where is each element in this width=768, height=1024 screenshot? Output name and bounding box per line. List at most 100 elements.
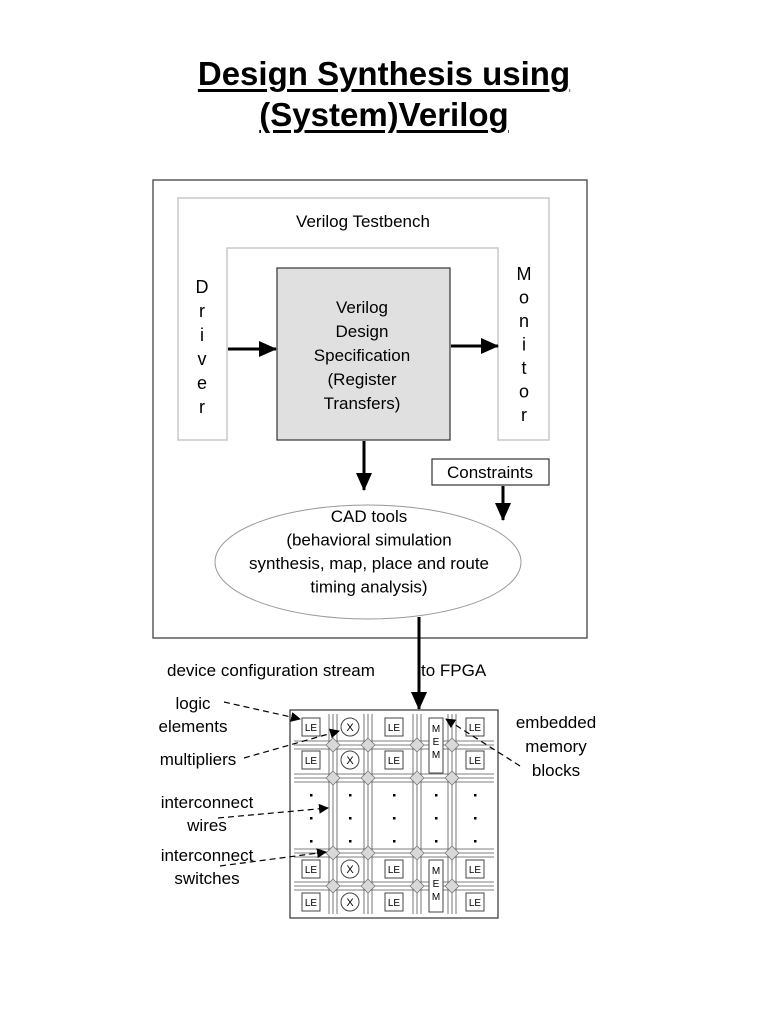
logic-element-label: LE: [388, 865, 401, 876]
driver-letter: D: [196, 277, 209, 297]
interconnect-switch: [360, 845, 376, 861]
memory-block-label: M: [432, 866, 440, 877]
monitor-letter: t: [521, 358, 526, 378]
logic-element-label: LE: [305, 865, 318, 876]
title-line-2: (System)Verilog: [259, 96, 509, 133]
logic-element-label: LE: [469, 756, 482, 767]
fpga-callouts: logicelementsmultipliersinterconnectwire…: [159, 694, 597, 888]
outer-frame: [152, 179, 588, 639]
constraints-box: [431, 458, 550, 486]
interconnect-switch: [325, 770, 341, 786]
cad-tools-text: CAD tools(behavioral simulationsynthesis…: [249, 507, 489, 597]
design-spec-box: [276, 267, 451, 441]
title-line-1: Design Synthesis using: [197, 55, 571, 92]
monitor-letter: M: [517, 264, 532, 284]
monitor-letter: r: [521, 405, 527, 425]
interconnect-switches-pointer: [219, 848, 327, 867]
interconnect-switch: [360, 878, 376, 894]
continuation-dot: [435, 840, 438, 843]
logic-element: [301, 717, 321, 737]
continuation-dot: [474, 840, 477, 843]
cad-tools-line: synthesis, map, place and route: [249, 554, 489, 573]
config-stream-label: device configuration stream: [167, 661, 375, 680]
constraints-label: Constraints: [447, 463, 533, 482]
logic-elements-callout: logic: [176, 694, 211, 713]
logic-element: [301, 859, 321, 879]
interconnect-switch: [409, 845, 425, 861]
logic-element-label: LE: [469, 898, 482, 909]
continuation-dot: [393, 840, 396, 843]
logic-element: [301, 750, 321, 770]
logic-element: [384, 892, 404, 912]
logic-element: [465, 892, 485, 912]
interconnect-switch: [444, 770, 460, 786]
driver-letter: r: [199, 301, 205, 321]
multipliers-pointer: [243, 728, 340, 759]
interconnect-switch: [325, 878, 341, 894]
multiplier: [340, 717, 360, 737]
interconnect-switch: [444, 845, 460, 861]
cad-tools-ellipse: [214, 504, 522, 620]
testbench-label: Verilog Testbench: [296, 212, 430, 231]
continuation-dot: [435, 817, 438, 820]
cad-tools-line: timing analysis): [310, 578, 427, 597]
interconnect-wires-callout: interconnect: [161, 793, 254, 812]
interconnect-switch: [325, 737, 341, 753]
continuation-dot: [310, 794, 313, 797]
multiplier-label: X: [346, 722, 354, 734]
multiplier: [340, 892, 360, 912]
interconnect-switch: [409, 878, 425, 894]
logic-element-label: LE: [305, 756, 318, 767]
interconnect-switch: [409, 737, 425, 753]
interconnect-switch: [444, 737, 460, 753]
multiplier: [340, 750, 360, 770]
driver-letter: e: [197, 373, 207, 393]
logic-element: [301, 892, 321, 912]
multiplier-label: X: [346, 864, 354, 876]
design-spec-line: Design: [336, 322, 389, 341]
design-spec-line: Specification: [314, 346, 410, 365]
continuation-dot: [474, 817, 477, 820]
interconnect-switch: [325, 845, 341, 861]
design-spec-line: Verilog: [336, 298, 388, 317]
testbench-frame: [177, 197, 550, 441]
logic-element: [384, 717, 404, 737]
continuation-dot: [474, 794, 477, 797]
driver-letter: i: [200, 325, 204, 345]
interconnect-switches-callout: interconnect: [161, 846, 254, 865]
continuation-dot: [349, 794, 352, 797]
cad-tools-line: CAD tools: [331, 507, 408, 526]
to-fpga-label: to FPGA: [421, 661, 487, 680]
multipliers-callout: multipliers: [160, 750, 237, 769]
memory-block-label: M: [432, 892, 440, 903]
interconnect-switch: [360, 737, 376, 753]
embedded-memory-callout: memory: [525, 737, 587, 756]
embedded-memory-pointer: [445, 718, 521, 767]
monitor-letter: n: [519, 311, 529, 331]
embedded-memory-callout: embedded: [516, 713, 596, 732]
logic-elements-callout: elements: [159, 717, 228, 736]
continuation-dot: [310, 817, 313, 820]
memory-block-label: E: [433, 737, 440, 748]
continuation-dot: [310, 840, 313, 843]
logic-element: [384, 750, 404, 770]
logic-element: [384, 859, 404, 879]
monitor-letter: i: [522, 335, 526, 355]
interconnect-switch: [444, 878, 460, 894]
design-spec-line: Transfers): [324, 394, 401, 413]
logic-element-label: LE: [388, 756, 401, 767]
continuation-dot: [393, 817, 396, 820]
interconnect-switches-callout: switches: [174, 869, 239, 888]
multiplier-label: X: [346, 897, 354, 909]
continuation-dot: [435, 794, 438, 797]
continuation-dot: [349, 817, 352, 820]
memory-block: [428, 859, 444, 913]
logic-element-label: LE: [305, 723, 318, 734]
multiplier-label: X: [346, 755, 354, 767]
monitor-letter: o: [519, 288, 529, 308]
logic-element-label: LE: [388, 723, 401, 734]
design-spec-line: (Register: [328, 370, 397, 389]
